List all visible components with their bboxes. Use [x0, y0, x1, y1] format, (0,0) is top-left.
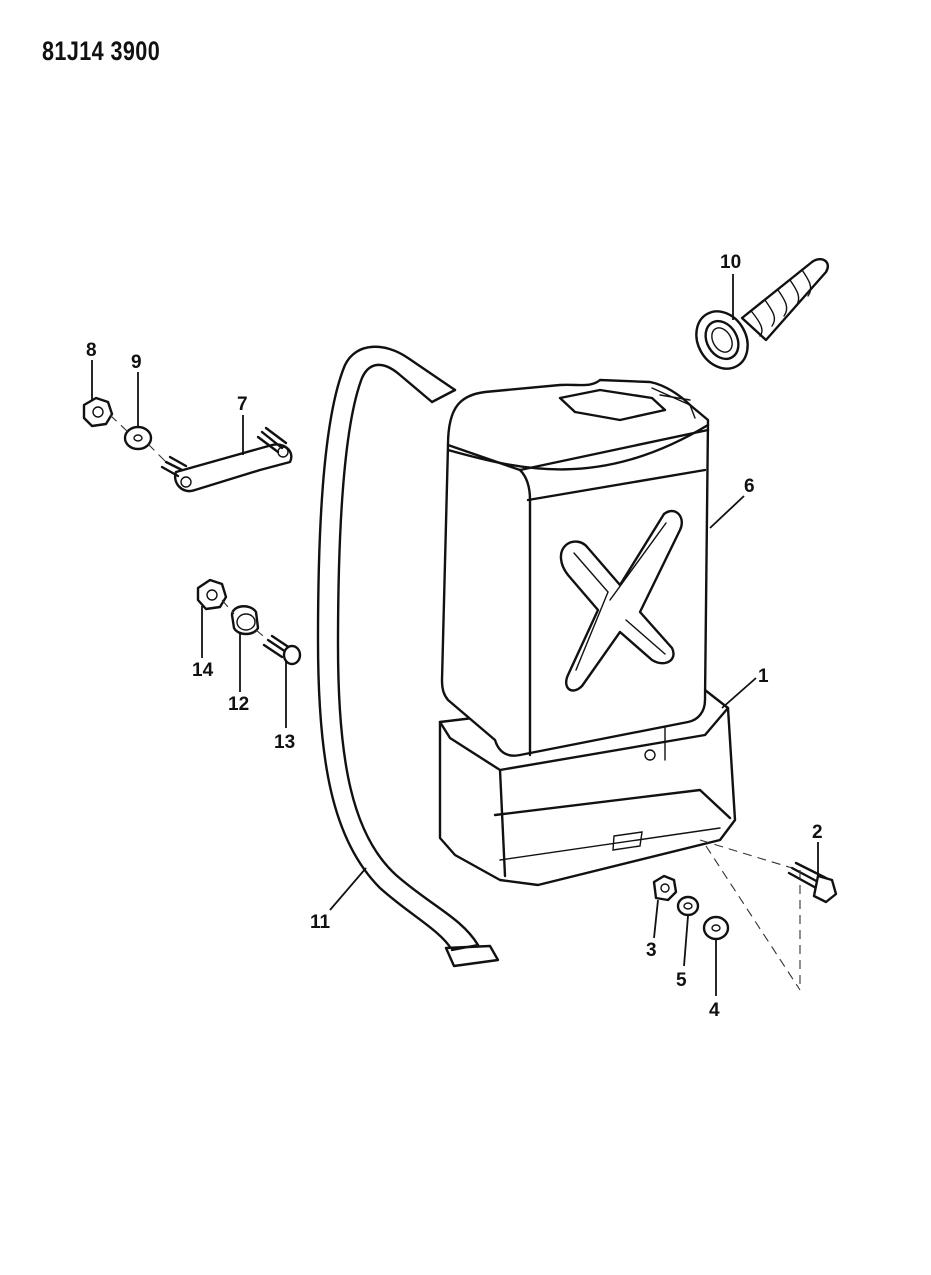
part-4-washer	[702, 915, 730, 941]
callout-6: 6	[744, 476, 755, 497]
callout-2: 2	[812, 822, 823, 843]
callout-11: 11	[310, 912, 331, 933]
diagram-id: 81J14 3900	[42, 36, 161, 66]
callout-8: 8	[86, 340, 97, 361]
assembly-lines	[109, 414, 801, 991]
callout-7: 7	[237, 394, 248, 415]
callout-9: 9	[131, 352, 142, 373]
part-8-nut	[82, 396, 114, 428]
part-12-spacer	[230, 605, 260, 636]
part-9-washer	[123, 425, 153, 451]
part-10-filler-cap	[695, 258, 829, 370]
part-13-screw	[262, 634, 302, 666]
callout-10: 10	[720, 252, 741, 273]
callout-13: 13	[274, 732, 295, 753]
part-6-can	[440, 378, 710, 757]
callout-3: 3	[646, 940, 657, 961]
callout-14: 14	[192, 660, 214, 681]
leader-lines	[91, 274, 819, 996]
callout-labels: 1 2 3 4 5 6 7 8 9 10 11 12 13 14	[86, 252, 823, 1021]
part-14-nut	[196, 578, 228, 611]
callout-4: 4	[709, 1000, 720, 1021]
part-7-bracket	[160, 426, 293, 493]
callout-5: 5	[676, 970, 687, 991]
part-2-bolt	[787, 861, 838, 904]
part-3-nut	[652, 874, 678, 902]
part-5-lock-washer	[676, 895, 700, 917]
callout-1: 1	[758, 666, 769, 687]
part-11-strap	[316, 345, 500, 968]
callout-12: 12	[228, 694, 249, 715]
